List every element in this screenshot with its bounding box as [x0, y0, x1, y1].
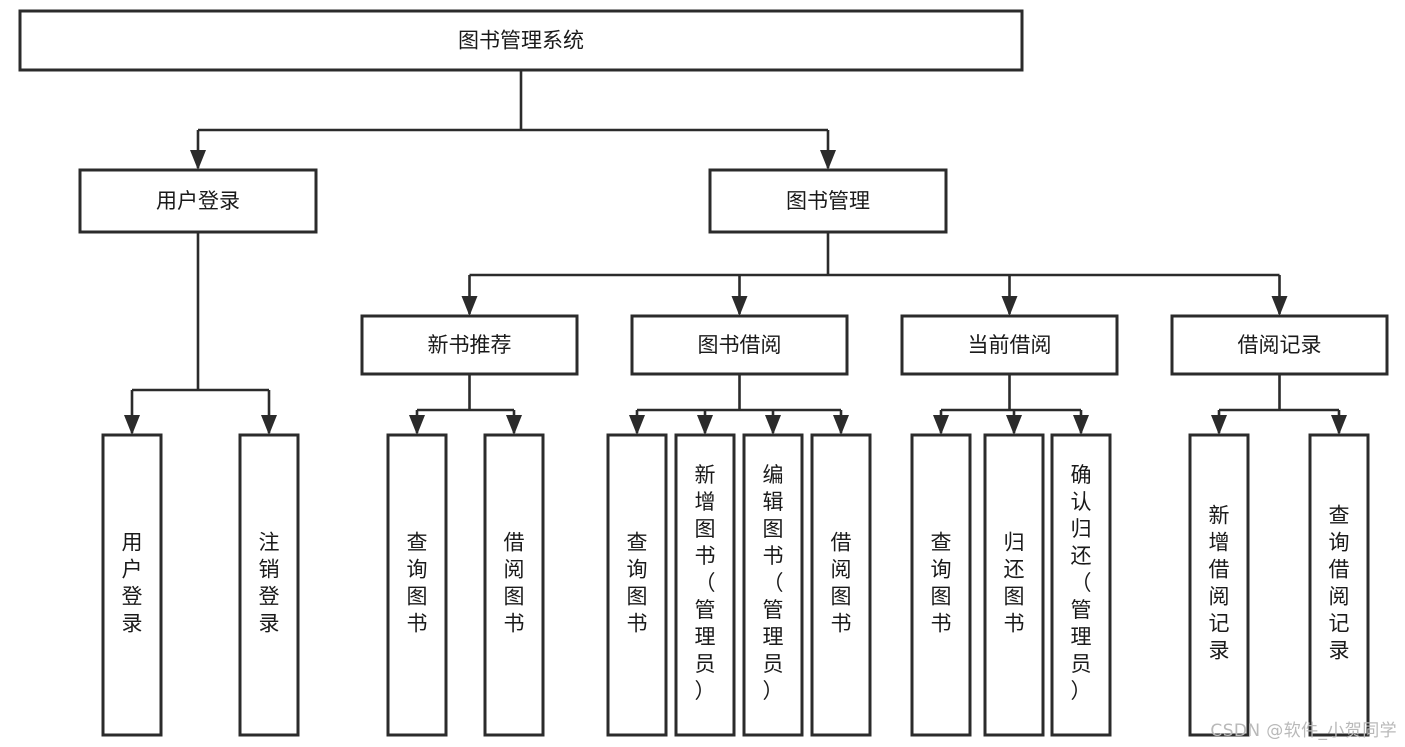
node-rect[interactable] — [360, 314, 579, 376]
node-label: 当前借阅 — [968, 333, 1052, 357]
node-l2-0[interactable]: 用户登录 — [78, 168, 318, 234]
watermark-label: CSDN @软件_小贺同学 — [1210, 721, 1397, 741]
node-rect[interactable] — [101, 433, 163, 737]
node-label: 查询图书 — [627, 531, 648, 636]
node-leaf-3[interactable]: 借阅图书 — [483, 433, 545, 737]
node-label: 用户登录 — [122, 531, 143, 636]
node-leaf-7[interactable]: 借阅图书 — [810, 433, 872, 737]
node-root-0[interactable]: 图书管理系统 — [18, 9, 1024, 72]
node-rect[interactable] — [78, 168, 318, 234]
node-rect[interactable] — [18, 9, 1024, 72]
node-label: 新书推荐 — [428, 333, 512, 357]
node-leaf-5[interactable]: 新增图书（管理员） — [674, 433, 736, 737]
arrow-head-icon — [933, 415, 949, 435]
node-leaf-0[interactable]: 用户登录 — [101, 433, 163, 737]
node-leaf-1[interactable]: 注销登录 — [238, 433, 300, 737]
arrow-head-icon — [461, 296, 478, 316]
node-label: 查询图书 — [407, 531, 428, 636]
node-rect[interactable] — [606, 433, 668, 737]
node-l3-3[interactable]: 借阅记录 — [1170, 314, 1389, 376]
node-label: 查询借阅记录 — [1329, 504, 1350, 663]
node-rect[interactable] — [900, 314, 1119, 376]
arrow-head-icon — [731, 296, 748, 316]
arrow-head-icon — [1211, 415, 1227, 435]
arrow-head-icon — [124, 415, 140, 435]
connector-layer — [124, 70, 1347, 435]
arrow-head-icon — [261, 415, 277, 435]
node-rect[interactable] — [910, 433, 972, 737]
node-leaf-2[interactable]: 查询图书 — [386, 433, 448, 737]
node-label: 新增借阅记录 — [1209, 504, 1230, 663]
node-rect[interactable] — [630, 314, 849, 376]
node-label: 归还图书 — [1004, 531, 1025, 636]
node-label: 编辑图书（管理员） — [763, 463, 784, 703]
node-rect[interactable] — [1050, 433, 1112, 737]
arrow-head-icon — [1271, 296, 1288, 316]
node-rect[interactable] — [1188, 433, 1250, 737]
node-leaf-9[interactable]: 归还图书 — [983, 433, 1045, 737]
arrow-head-icon — [1001, 296, 1018, 316]
node-leaf-11[interactable]: 新增借阅记录 — [1188, 433, 1250, 737]
arrow-head-icon — [1006, 415, 1022, 435]
node-rect[interactable] — [742, 433, 804, 737]
node-layer: 图书管理系统用户登录图书管理新书推荐图书借阅当前借阅借阅记录用户登录注销登录查询… — [18, 9, 1389, 737]
node-leaf-4[interactable]: 查询图书 — [606, 433, 668, 737]
node-label: 借阅记录 — [1238, 333, 1322, 357]
arrow-head-icon — [697, 415, 713, 435]
node-label: 注销登录 — [259, 531, 280, 636]
node-rect[interactable] — [983, 433, 1045, 737]
node-l3-2[interactable]: 当前借阅 — [900, 314, 1119, 376]
node-rect[interactable] — [1170, 314, 1389, 376]
arrow-head-icon — [1073, 415, 1089, 435]
node-rect[interactable] — [483, 433, 545, 737]
node-l3-0[interactable]: 新书推荐 — [360, 314, 579, 376]
node-leaf-12[interactable]: 查询借阅记录 — [1308, 433, 1370, 737]
node-label: 图书借阅 — [698, 333, 782, 357]
arrow-head-icon — [629, 415, 645, 435]
node-label: 图书管理 — [786, 189, 870, 213]
arrow-head-icon — [833, 415, 849, 435]
node-label: 查询图书 — [931, 531, 952, 636]
node-rect[interactable] — [674, 433, 736, 737]
node-label: 借阅图书 — [831, 531, 852, 636]
node-l3-1[interactable]: 图书借阅 — [630, 314, 849, 376]
node-leaf-8[interactable]: 查询图书 — [910, 433, 972, 737]
arrow-head-icon — [820, 150, 836, 170]
node-rect[interactable] — [1308, 433, 1370, 737]
node-label: 图书管理系统 — [458, 29, 584, 53]
node-leaf-6[interactable]: 编辑图书（管理员） — [742, 433, 804, 737]
node-rect[interactable] — [708, 168, 948, 234]
node-l2-1[interactable]: 图书管理 — [708, 168, 948, 234]
node-label: 新增图书（管理员） — [695, 463, 716, 703]
node-rect[interactable] — [810, 433, 872, 737]
node-label: 用户登录 — [156, 189, 240, 213]
arrow-head-icon — [765, 415, 781, 435]
arrow-head-icon — [409, 415, 425, 435]
node-leaf-10[interactable]: 确认归还（管理员） — [1050, 433, 1112, 737]
node-label: 确认归还（管理员） — [1071, 463, 1092, 703]
arrow-head-icon — [506, 415, 522, 435]
node-label: 借阅图书 — [504, 531, 525, 636]
arrow-head-icon — [1331, 415, 1347, 435]
arrow-head-icon — [190, 150, 206, 170]
node-rect[interactable] — [238, 433, 300, 737]
node-rect[interactable] — [386, 433, 448, 737]
